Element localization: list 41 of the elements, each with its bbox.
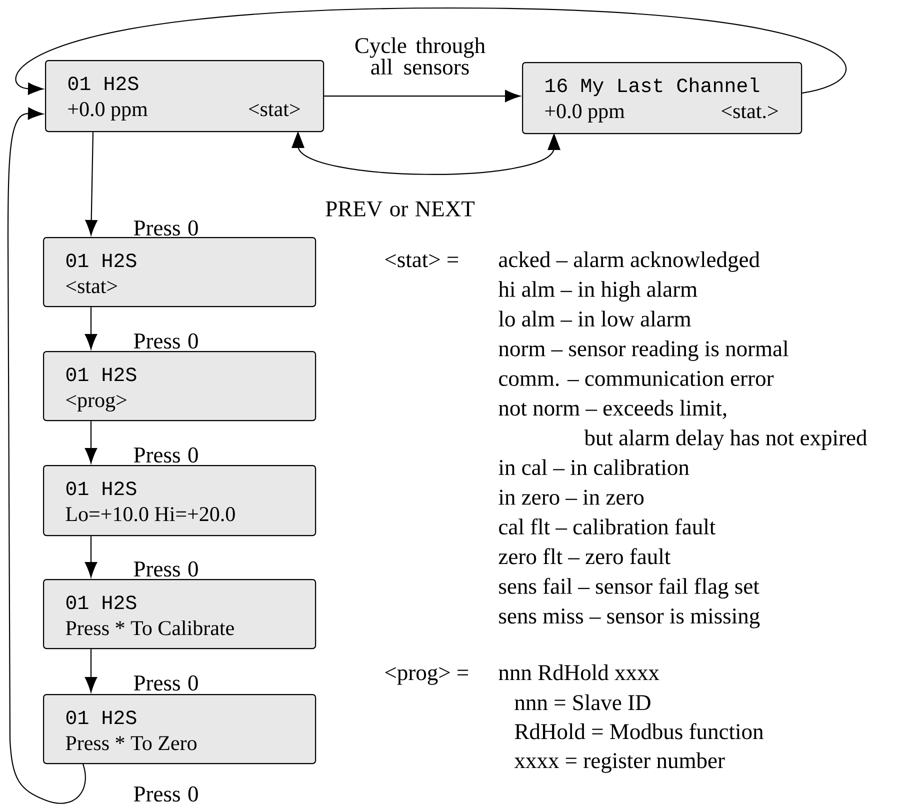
display-screen: 01 H2S <stat> xyxy=(43,237,316,308)
arrow xyxy=(84,536,98,578)
display-screen: 01 H2S Press * To Calibrate xyxy=(43,579,316,650)
definition-text: RdHold = Modbus function xyxy=(514,723,764,740)
definition-text: nnn RdHold xxxx xyxy=(498,664,660,680)
arrow xyxy=(84,649,98,692)
definition-text: in cal – in calibration xyxy=(498,459,690,476)
edge-label: Press 0 xyxy=(134,561,198,577)
definition-text: zero flt – zero fault xyxy=(498,548,670,564)
arrow xyxy=(324,90,520,102)
arrow xyxy=(292,131,560,175)
display-screen: 01 H2S Lo=+10.0 Hi=+20.0 xyxy=(43,465,316,536)
term-label: <stat> = xyxy=(385,254,458,268)
term-label: <prog> = xyxy=(385,667,468,685)
definition-text: nnn = Slave ID xyxy=(514,694,650,710)
definition-text: hi alm – in high alarm xyxy=(498,281,698,302)
definition-text: sens miss – sensor is missing xyxy=(499,608,760,628)
edge-label: Press 0 xyxy=(134,675,198,691)
arrow xyxy=(85,132,98,236)
arrow xyxy=(84,307,98,350)
definition-text: sens fail – sensor fail flag set xyxy=(499,578,760,599)
arrow xyxy=(16,7,846,95)
definition-text: comm. – communication error xyxy=(499,370,774,386)
arrow xyxy=(7,107,86,804)
edge-label: Press 0 xyxy=(134,786,198,802)
edge-label: PREV or NEXT xyxy=(326,201,474,217)
edge-label: Press 0 xyxy=(134,333,198,349)
definition-text: cal flt – calibration fault xyxy=(499,518,716,535)
definition-text: norm – sensor reading is normal xyxy=(498,340,788,361)
edge-label: Press 0 xyxy=(134,447,198,463)
definition-text: acked – alarm acknowledged xyxy=(499,251,760,272)
definition-text: in zero – in zero xyxy=(498,490,644,505)
edge-label: Press 0 xyxy=(134,220,198,236)
definition-text: xxxx = register number xyxy=(514,752,725,773)
arrow xyxy=(84,421,98,464)
display-screen: 01 H2S Press * To Zero xyxy=(43,694,316,764)
display-screen: 01 H2S <prog> xyxy=(43,351,316,422)
edge-label: Cycle through all sensors xyxy=(355,37,486,75)
definition-text: lo alm – in low alarm xyxy=(498,310,691,327)
display-screen: 16 My Last Channel +0.0 ppm <stat.> xyxy=(522,62,802,134)
display-screen: 01 H2S +0.0 ppm <stat> xyxy=(45,60,324,132)
